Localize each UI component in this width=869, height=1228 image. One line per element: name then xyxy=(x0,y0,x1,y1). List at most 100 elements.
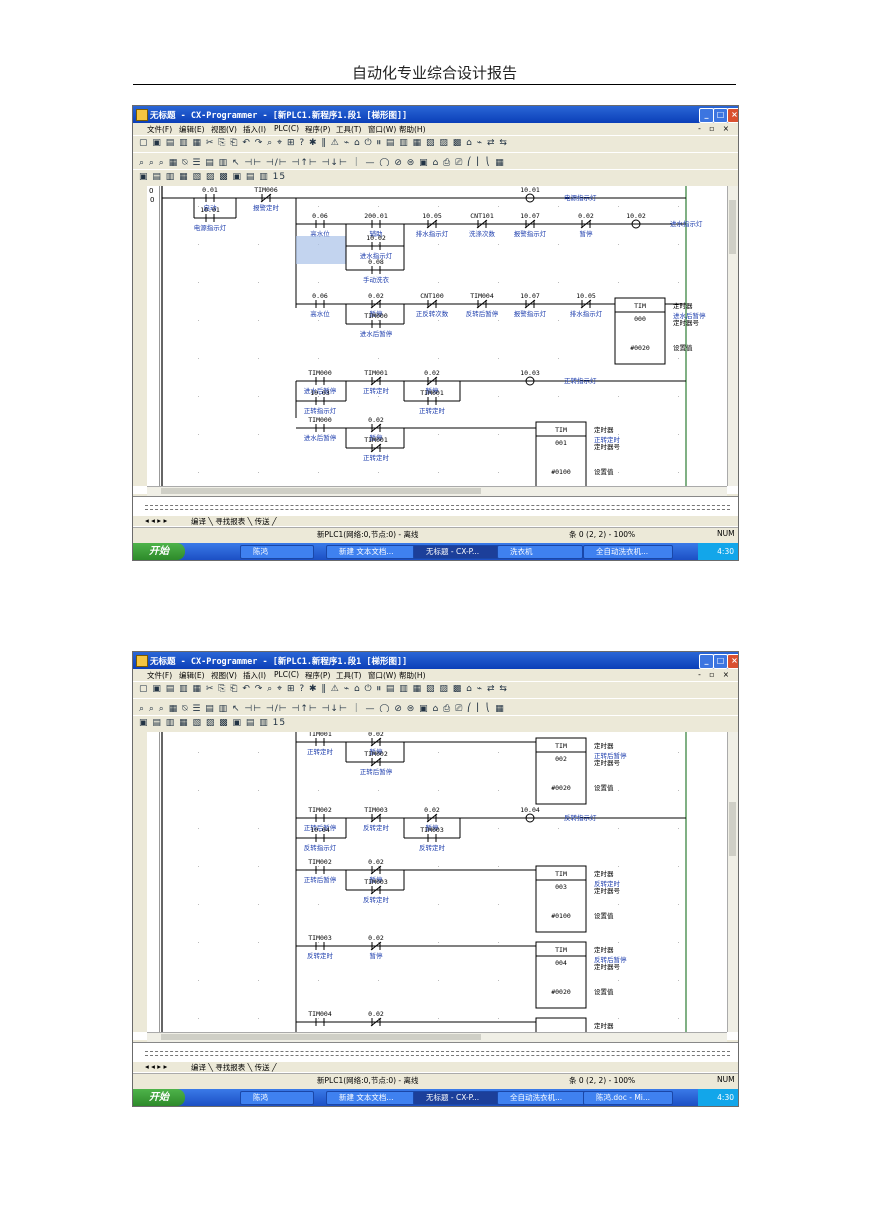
diagram-toolbar-icons[interactable]: ⌕ ⌕ ⌕ ▦ ⍉ ☰ ▤ ▥ ↖ ⊣⊢ ⊣/⊢ ⊣↑⊢ ⊣↓⊢ ｜ — ◯ ⊘… xyxy=(139,704,505,712)
close-button[interactable]: × xyxy=(727,654,738,669)
task-word-doc[interactable]: 陈鸿.doc - Mi... xyxy=(583,1091,673,1105)
standard-toolbar: ▢ ▣ ▤ ▥ ▦ ✂ ⎘ ⎗ ↶ ↷ ⌕ ⌖ ⊞ ? ✱ ‖ ⚠ ⌁ ⌂ ⏻ … xyxy=(133,135,738,153)
contact-address: 0.02 xyxy=(368,1010,384,1018)
grid-dot xyxy=(678,828,679,829)
maximize-button[interactable]: □ xyxy=(713,108,728,123)
task-washer-doc[interactable]: 全自动洗衣机... xyxy=(583,545,673,559)
timer-number-comment: 反转定时 xyxy=(594,879,621,888)
output-tab-labels[interactable]: 编译 ╲ 寻找报表 ╲ 传送 ╱ xyxy=(191,1063,277,1072)
output-tab-nav[interactable]: ◂ ◂ ▸ ▸ xyxy=(145,516,168,525)
mdi-controls[interactable]: - ▫ × xyxy=(698,124,732,133)
grid-dot xyxy=(198,752,199,753)
cx-programmer-window-2: 无标题 - CX-Programmer - [新PLC1.新程序1.段1 [梯形… xyxy=(132,651,739,1107)
task-notepad[interactable]: 新建 文本文档... xyxy=(326,545,416,559)
menu-file[interactable]: 文件(F) xyxy=(147,125,173,134)
minimize-button[interactable]: _ xyxy=(699,654,714,669)
task-folder[interactable]: 陈鸿 xyxy=(240,1091,314,1105)
timer-label-type: 定时器 xyxy=(594,945,614,954)
minimize-button[interactable]: _ xyxy=(699,108,714,123)
horizontal-scroll-thumb[interactable] xyxy=(161,1034,481,1040)
diagram-toolbar: ⌕ ⌕ ⌕ ▦ ⍉ ☰ ▤ ▥ ↖ ⊣⊢ ⊣/⊢ ⊣↑⊢ ⊣↓⊢ ｜ — ◯ ⊘… xyxy=(133,698,738,716)
vertical-scroll-thumb[interactable] xyxy=(729,802,736,856)
timer-number-comment: 正转后暂停 xyxy=(594,751,627,760)
timer-set-value: #0100 xyxy=(551,468,571,476)
menu-plc[interactable]: PLC(C) xyxy=(274,670,300,679)
grid-dot xyxy=(498,358,499,359)
contact-comment: 手动洗衣 xyxy=(363,275,390,284)
title-bar[interactable]: 无标题 - CX-Programmer - [新PLC1.新程序1.段1 [梯形… xyxy=(133,652,738,669)
ladder-svg[interactable]: 0.01启动TIM006报警定时10.01电源指示灯10.01电源指示灯0.06… xyxy=(160,186,727,486)
contact-comment: 反转定时 xyxy=(307,951,334,960)
timer-label-number: 定时器号 xyxy=(594,886,621,895)
contact-address: TIM001 xyxy=(364,436,388,444)
menu-view[interactable]: 视图(V) xyxy=(211,671,237,680)
mdi-controls[interactable]: - ▫ × xyxy=(698,670,732,679)
menu-program[interactable]: 程序(P) xyxy=(305,125,331,134)
diagram-toolbar-icons[interactable]: ⌕ ⌕ ⌕ ▦ ⍉ ☰ ▤ ▥ ↖ ⊣⊢ ⊣/⊢ ⊣↑⊢ ⊣↓⊢ ｜ — ◯ ⊘… xyxy=(139,158,505,166)
menu-tools[interactable]: 工具(T) xyxy=(336,671,362,680)
app-icon xyxy=(136,109,148,121)
task-washer-doc[interactable]: 全自动洗衣机... xyxy=(497,1091,591,1105)
horizontal-scroll-thumb[interactable] xyxy=(161,488,481,494)
output-tab-labels[interactable]: 编译 ╲ 寻找报表 ╲ 传送 ╱ xyxy=(191,517,277,526)
close-button[interactable]: × xyxy=(727,108,738,123)
task-cx-programmer[interactable]: 无标题 - CX-P... xyxy=(413,1091,501,1105)
contact-normally-closed-slash xyxy=(524,219,536,229)
toolbar-icons[interactable]: ▢ ▣ ▤ ▥ ▦ ✂ ⎘ ⎗ ↶ ↷ ⌕ ⌖ ⊞ ? ✱ ‖ ⚠ ⌁ ⌂ ⏻ … xyxy=(139,684,508,694)
grid-dot xyxy=(198,904,199,905)
menu-help[interactable]: 帮助(H) xyxy=(399,125,426,134)
grid-dot xyxy=(498,206,499,207)
ladder-svg[interactable]: TIM001正转定时0.02暂停TIM002正转后暂停TIM002#0020定时… xyxy=(160,732,727,1032)
coil-comment: 反转指示灯 xyxy=(564,813,597,822)
maximize-button[interactable]: □ xyxy=(713,654,728,669)
start-button[interactable]: 开始 xyxy=(133,1089,185,1106)
grid-dot xyxy=(438,1018,439,1019)
grid-dot xyxy=(378,358,379,359)
title-bar[interactable]: 无标题 - CX-Programmer - [新PLC1.新程序1.段1 [梯形… xyxy=(133,106,738,123)
task-washer-folder[interactable]: 洗衣机 xyxy=(497,545,583,559)
menu-edit[interactable]: 编辑(E) xyxy=(179,125,205,134)
view-toolbar-icons[interactable]: ▣ ▤ ▥ ▦ ▧ ▨ ▩ ▣ ▤ ▥ 15 xyxy=(139,172,287,182)
contact-comment: 正转定时 xyxy=(363,453,390,462)
grid-dot xyxy=(438,282,439,283)
contact-comment: 暂停 xyxy=(426,386,440,395)
menu-plc[interactable]: PLC(C) xyxy=(274,124,300,133)
menu-help[interactable]: 帮助(H) xyxy=(399,671,426,680)
contact-normally-closed-slash xyxy=(580,299,592,309)
menu-window[interactable]: 窗口(W) xyxy=(368,671,397,680)
menu-insert[interactable]: 插入(I) xyxy=(243,125,267,134)
vertical-scrollbar[interactable] xyxy=(727,732,738,1032)
menu-insert[interactable]: 插入(I) xyxy=(243,671,267,680)
start-button[interactable]: 开始 xyxy=(133,543,185,560)
task-folder[interactable]: 陈鸿 xyxy=(240,545,314,559)
menu-edit[interactable]: 编辑(E) xyxy=(179,671,205,680)
vertical-scrollbar[interactable] xyxy=(727,186,738,486)
toolbar-icons[interactable]: ▢ ▣ ▤ ▥ ▦ ✂ ⎘ ⎗ ↶ ↷ ⌕ ⌖ ⊞ ? ✱ ‖ ⚠ ⌁ ⌂ ⏻ … xyxy=(139,138,508,148)
vertical-scroll-thumb[interactable] xyxy=(729,200,736,254)
scale-label: 15 xyxy=(272,172,287,182)
contact-address: 10.07 xyxy=(520,292,540,300)
timer-label-set: 设置值 xyxy=(594,987,614,996)
task-notepad[interactable]: 新建 文本文档... xyxy=(326,1091,416,1105)
coil-address: 10.03 xyxy=(520,369,540,377)
output-tab-nav[interactable]: ◂ ◂ ▸ ▸ xyxy=(145,1062,168,1071)
menu-window[interactable]: 窗口(W) xyxy=(368,125,397,134)
grid-dot xyxy=(498,942,499,943)
view-toolbar-icons[interactable]: ▣ ▤ ▥ ▦ ▧ ▨ ▩ ▣ ▤ ▥ 15 xyxy=(139,718,287,728)
menu-view[interactable]: 视图(V) xyxy=(211,125,237,134)
horizontal-scrollbar[interactable] xyxy=(147,486,727,496)
menu-program[interactable]: 程序(P) xyxy=(305,671,331,680)
menu-file[interactable]: 文件(F) xyxy=(147,671,173,680)
contact-address: 0.06 xyxy=(312,292,328,300)
timer-head: TIM xyxy=(634,302,646,310)
task-cx-programmer[interactable]: 无标题 - CX-P... xyxy=(413,545,501,559)
horizontal-scrollbar[interactable] xyxy=(147,1032,727,1042)
grid-dot xyxy=(678,244,679,245)
menu-tools[interactable]: 工具(T) xyxy=(336,125,362,134)
timer-head: TIM xyxy=(555,946,567,954)
coil-address: 10.01 xyxy=(520,186,540,194)
